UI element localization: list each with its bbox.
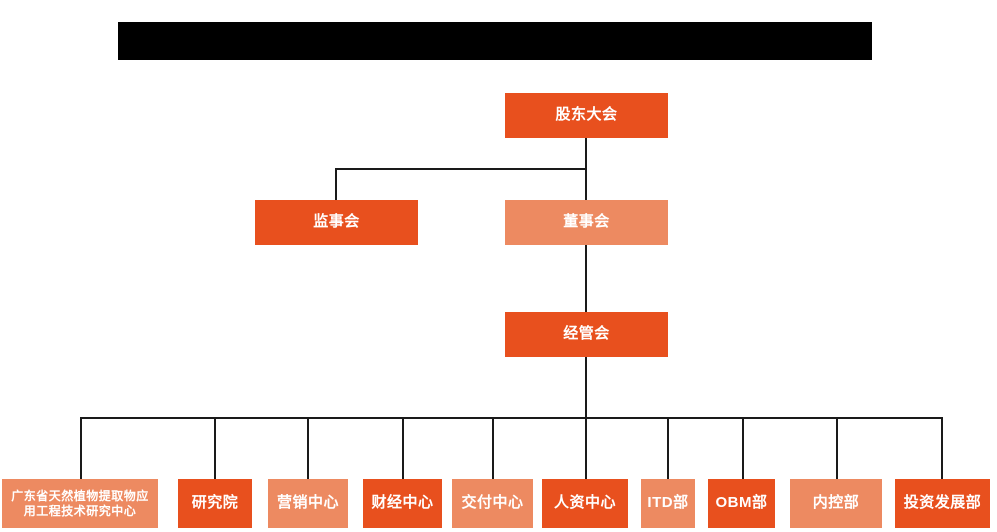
node-hr-center[interactable]: 人资中心 <box>542 479 628 528</box>
node-internal-control-department[interactable]: 内控部 <box>790 479 882 528</box>
connector-drop-delivery-center <box>492 417 494 479</box>
connector-drop-hr-center <box>585 417 587 479</box>
node-internal-control-department-label: 内控部 <box>812 494 860 512</box>
node-hr-center-label: 人资中心 <box>553 494 616 512</box>
node-shareholders-label: 股东大会 <box>555 106 618 124</box>
node-research-center-label: 广东省天然植物提取物应用工程技术研究中心 <box>7 489 153 519</box>
node-research-institute-label: 研究院 <box>191 494 239 512</box>
connector-drop-marketing-center <box>307 417 309 479</box>
node-finance-center[interactable]: 财经中心 <box>363 479 442 528</box>
title-bar-redacted <box>118 22 872 60</box>
node-research-center-line1: 广东省天然植物提取物应 <box>11 488 149 503</box>
node-finance-center-label: 财经中心 <box>371 494 434 512</box>
node-supervisors[interactable]: 监事会 <box>255 200 418 245</box>
node-investment-development-department-label: 投资发展部 <box>903 494 982 512</box>
node-directors-label: 董事会 <box>563 213 610 231</box>
node-research-center[interactable]: 广东省天然植物提取物应用工程技术研究中心 <box>2 479 158 528</box>
connector-shareholders-down <box>585 138 587 170</box>
connector-departments-bus <box>80 417 942 419</box>
node-delivery-center[interactable]: 交付中心 <box>452 479 533 528</box>
node-research-center-line2: 用工程技术研究中心 <box>23 503 137 518</box>
connector-drop-investment-development-department <box>941 417 943 479</box>
node-shareholders[interactable]: 股东大会 <box>505 93 668 138</box>
node-delivery-center-label: 交付中心 <box>461 494 524 512</box>
connector-drop-finance-center <box>402 417 404 479</box>
node-obm-department[interactable]: OBM部 <box>708 479 775 528</box>
connector-drop-obm-department <box>742 417 744 479</box>
node-itd-department[interactable]: ITD部 <box>641 479 695 528</box>
connector-directors-down <box>585 168 587 201</box>
connector-management-down <box>585 357 587 418</box>
connector-drop-itd-department <box>667 417 669 479</box>
node-management[interactable]: 经管会 <box>505 312 668 357</box>
node-investment-development-department[interactable]: 投资发展部 <box>895 479 990 528</box>
connector-supervisors-down <box>335 168 337 201</box>
node-research-institute[interactable]: 研究院 <box>178 479 252 528</box>
connector-drop-internal-control-department <box>836 417 838 479</box>
node-marketing-center[interactable]: 营销中心 <box>268 479 348 528</box>
connector-level2-bus <box>335 168 587 170</box>
node-management-label: 经管会 <box>563 325 610 343</box>
connector-drop-research-institute <box>214 417 216 479</box>
node-obm-department-label: OBM部 <box>715 494 768 512</box>
node-marketing-center-label: 营销中心 <box>276 494 339 512</box>
node-itd-department-label: ITD部 <box>647 494 689 512</box>
connector-drop-research-center <box>80 417 82 479</box>
node-supervisors-label: 监事会 <box>313 213 360 231</box>
node-directors[interactable]: 董事会 <box>505 200 668 245</box>
connector-directors-to-management <box>585 245 587 312</box>
